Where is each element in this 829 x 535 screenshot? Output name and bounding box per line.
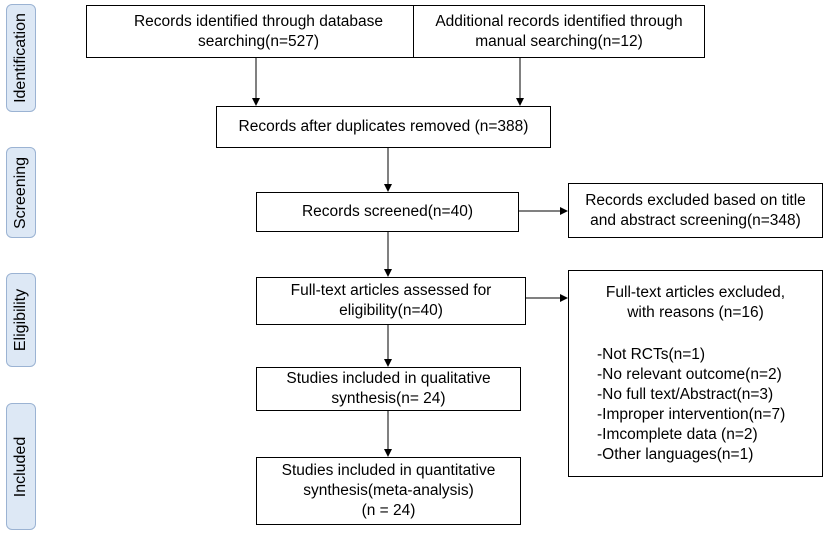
exclusion-reason: -Improper intervention(n=7) <box>597 406 786 423</box>
box-database-records: Records identified through database sear… <box>86 5 431 58</box>
phase-screening: Screening <box>6 147 36 238</box>
exclusion-reason: -No relevant outcome(n=2) <box>597 366 782 383</box>
exclusion-reason: -Imcomplete data (n=2) <box>597 426 758 443</box>
box-fulltext-assessed: Full-text articles assessed for eligibil… <box>256 277 526 325</box>
exclusion-reasons-list: -Not RCTs(n=1) -No relevant outcome(n=2)… <box>573 345 785 465</box>
box-duplicates-removed: Records after duplicates removed (n=388) <box>216 106 551 148</box>
exclusion-reason: -Not RCTs(n=1) <box>597 346 706 363</box>
exclusion-reason: -No full text/Abstract(n=3) <box>597 386 774 403</box>
box-excluded-title-abstract: Records excluded based on title and abst… <box>568 183 823 238</box>
box-manual-records-text: Additional records identified through ma… <box>435 12 683 50</box>
box-quantitative-synthesis: Studies included in quantitative synthes… <box>256 457 521 525</box>
box-qualitative-synthesis-text: Studies included in qualitative synthesi… <box>286 370 491 407</box>
exclusion-reason: -Other languages(n=1) <box>597 446 754 463</box>
box-records-screened-text: Records screened(n=40) <box>301 203 474 220</box>
box-database-records-text: Records identified through database sear… <box>133 12 384 50</box>
box-records-screened: Records screened(n=40) <box>256 192 519 232</box>
box-quantitative-synthesis-text: Studies included in quantitative synthes… <box>281 462 496 519</box>
box-qualitative-synthesis: Studies included in qualitative synthesi… <box>256 367 521 411</box>
fulltext-excluded-header: Full-text articles excluded, with reason… <box>605 284 786 321</box>
phase-eligibility: Eligibility <box>6 273 36 367</box>
box-manual-records: Additional records identified through ma… <box>413 5 705 58</box>
box-duplicates-removed-text: Records after duplicates removed (n=388) <box>238 118 529 135</box>
phase-identification: Identification <box>6 4 36 112</box>
box-fulltext-excluded: Full-text articles excluded, with reason… <box>568 270 823 477</box>
box-fulltext-assessed-text: Full-text articles assessed for eligibil… <box>290 282 492 319</box>
box-excluded-title-abstract-text: Records excluded based on title and abst… <box>585 191 806 229</box>
phase-included: Included <box>6 403 36 530</box>
